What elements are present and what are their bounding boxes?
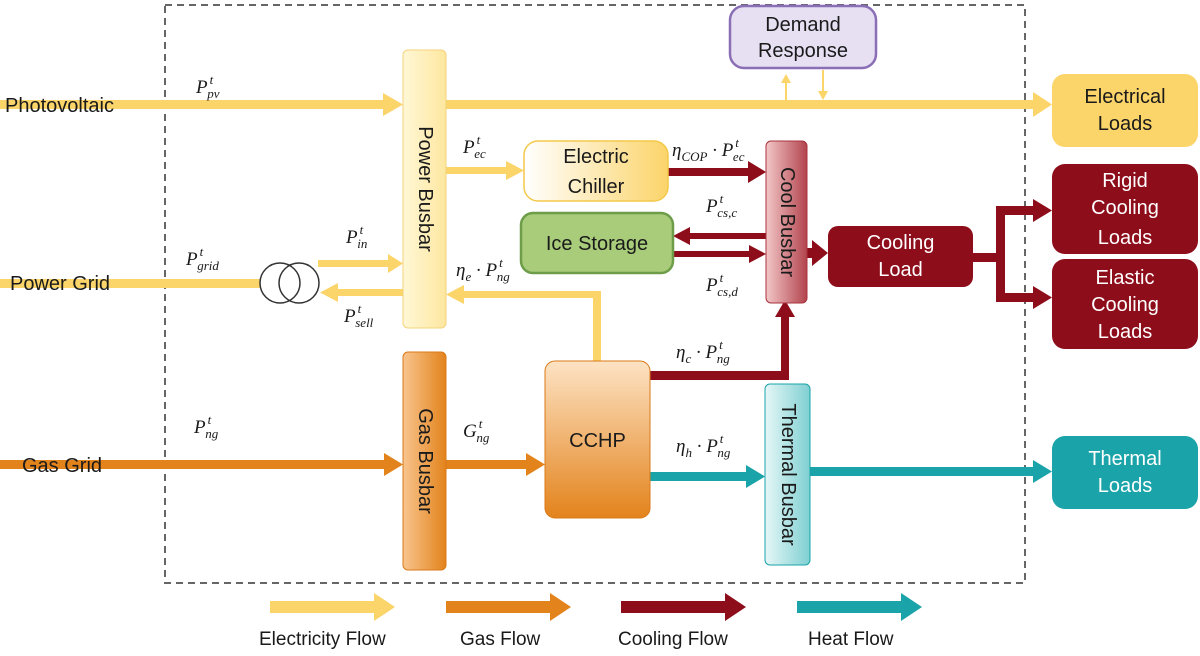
legend-electricity-label: Electricity Flow bbox=[259, 629, 386, 650]
ice-storage-label: Ice Storage bbox=[546, 233, 648, 255]
flow-gas-grid-to-gas-busbar bbox=[0, 453, 403, 476]
thermal-busbar-label: Thermal Busbar bbox=[777, 403, 799, 546]
flow-cchp-to-thermal-busbar bbox=[650, 465, 765, 488]
power-grid-label: Power Grid bbox=[10, 273, 110, 295]
cchp-label: CCHP bbox=[569, 430, 626, 452]
elastic-cooling-loads-line-3: Loads bbox=[1098, 321, 1153, 343]
elastic-cooling-loads-box: Elastic Cooling Loads bbox=[1052, 259, 1198, 349]
flow-cchp-to-power-busbar bbox=[446, 285, 601, 361]
legend: Electricity Flow Gas Flow Cooling Flow H… bbox=[259, 593, 922, 650]
rigid-cooling-loads-line-1: Rigid bbox=[1102, 170, 1148, 192]
legend-cooling-label: Cooling Flow bbox=[618, 629, 728, 650]
cooling-load-line-2: Load bbox=[878, 259, 923, 281]
flow-power-busbar-to-chiller bbox=[446, 161, 524, 180]
gas-busbar: Gas Busbar bbox=[402, 351, 447, 571]
demand-response-line-2: Response bbox=[758, 40, 848, 62]
electrical-loads-box: Electrical Loads bbox=[1052, 74, 1198, 147]
electric-chiller-line-2: Chiller bbox=[568, 176, 625, 198]
cooling-load-box: Cooling Load bbox=[828, 226, 973, 287]
flow-cooling-load-to-loads bbox=[973, 199, 1052, 309]
legend-gas-label: Gas Flow bbox=[460, 629, 541, 650]
electric-chiller-line-1: Electric bbox=[563, 146, 629, 168]
flow-grid-to-power-busbar bbox=[0, 254, 403, 288]
elastic-cooling-loads-line-1: Elastic bbox=[1096, 267, 1155, 289]
electrical-loads-line-1: Electrical bbox=[1084, 86, 1165, 108]
legend-electricity-arrow bbox=[270, 593, 395, 621]
flow-gas-busbar-to-cchp bbox=[446, 453, 545, 476]
gas-grid-label: Gas Grid bbox=[22, 455, 102, 477]
elastic-cooling-loads-line-2: Cooling bbox=[1091, 294, 1159, 316]
legend-heat-label: Heat Flow bbox=[808, 629, 894, 650]
cool-busbar: Cool Busbar bbox=[765, 140, 808, 304]
system-boundary bbox=[164, 4, 1026, 584]
flow-power-busbar-to-electrical-loads bbox=[446, 92, 1052, 117]
legend-heat-arrow bbox=[797, 593, 922, 621]
flow-pv-to-power-busbar bbox=[0, 93, 403, 116]
thermal-loads-line-1: Thermal bbox=[1088, 448, 1161, 470]
flow-chiller-to-cool-busbar bbox=[668, 161, 766, 183]
thermal-loads-box: Thermal Loads bbox=[1052, 436, 1198, 509]
demand-response-line-1: Demand bbox=[765, 14, 841, 36]
electrical-loads-line-2: Loads bbox=[1098, 113, 1153, 135]
cchp-box: CCHP bbox=[544, 360, 651, 519]
thermal-busbar: Thermal Busbar bbox=[764, 383, 811, 566]
power-busbar: Power Busbar bbox=[402, 49, 447, 329]
flow-cool-busbar-to-cooling-load bbox=[807, 240, 828, 266]
cool-busbar-label: Cool Busbar bbox=[776, 167, 798, 277]
thermal-loads-line-2: Loads bbox=[1098, 475, 1153, 497]
gas-busbar-label: Gas Busbar bbox=[414, 408, 436, 514]
rigid-cooling-loads-line-2: Cooling bbox=[1091, 197, 1159, 219]
demand-response-box: Demand Response bbox=[728, 4, 878, 70]
flow-demand-response-links bbox=[781, 70, 828, 100]
ice-storage-box: Ice Storage bbox=[519, 211, 675, 275]
legend-gas-arrow bbox=[446, 593, 571, 621]
flow-ice-storage-to-cool-busbar bbox=[673, 245, 766, 263]
electric-chiller-box: Electric Chiller bbox=[523, 140, 669, 202]
photovoltaic-label: Photovoltaic bbox=[5, 95, 114, 117]
flow-thermal-busbar-to-thermal-loads bbox=[810, 460, 1052, 483]
transformer-icon bbox=[259, 262, 320, 304]
power-busbar-label: Power Busbar bbox=[414, 126, 436, 252]
rigid-cooling-loads-line-3: Loads bbox=[1098, 227, 1153, 249]
flow-cool-busbar-to-ice-storage bbox=[673, 227, 766, 245]
flow-power-busbar-to-grid bbox=[320, 283, 403, 302]
rigid-cooling-loads-box: Rigid Cooling Loads bbox=[1052, 164, 1198, 254]
legend-cooling-arrow bbox=[621, 593, 746, 621]
flow-cchp-to-cool-busbar bbox=[650, 300, 795, 380]
cooling-load-line-1: Cooling bbox=[867, 232, 935, 254]
